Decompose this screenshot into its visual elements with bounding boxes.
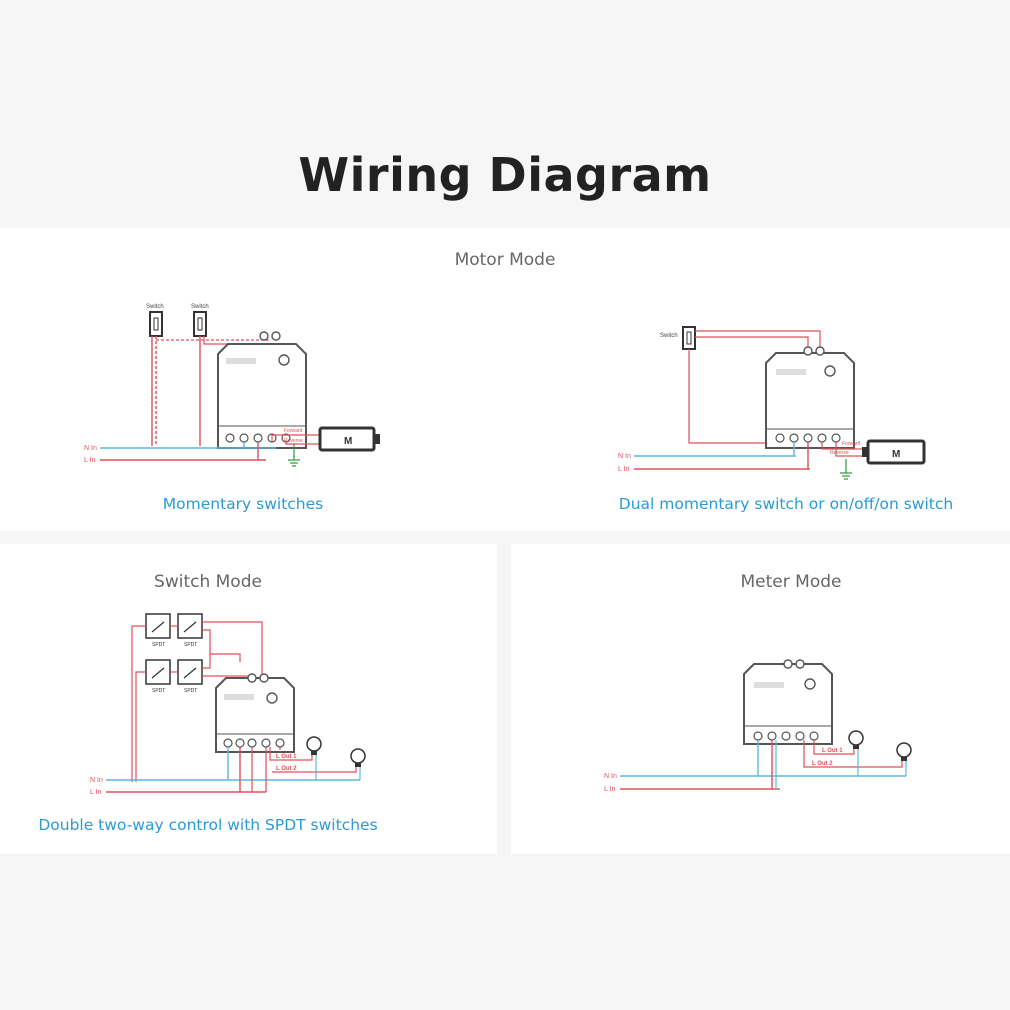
spdt-label-2: SPDT xyxy=(184,642,197,648)
spdt-label-4: SPDT xyxy=(184,688,197,694)
reverse-label: Reverse xyxy=(830,450,849,456)
meter-mode-diagram: N In L In L Out 1 L Out 2 xyxy=(604,659,912,793)
forward-label: Forward xyxy=(842,441,861,447)
page-title: Wiring Diagram xyxy=(298,148,712,202)
ground-icon xyxy=(288,444,300,467)
reverse-label: Reverse xyxy=(284,438,303,444)
bulb-icon-2 xyxy=(350,748,366,767)
bulb-icon-1 xyxy=(848,730,864,749)
meter-mode-panel: Meter Mode N In L In L Out 1 L Out 2 xyxy=(511,544,1010,854)
n-in-label: N In xyxy=(84,445,97,452)
relay-module-icon xyxy=(765,346,855,449)
caption-dual-momentary-switch: Dual momentary switch or on/off/on switc… xyxy=(618,495,954,513)
n-in-label: N In xyxy=(618,453,631,460)
relay-module-icon xyxy=(215,673,295,753)
spdt-switches xyxy=(145,613,203,685)
l-out-1-label: L Out 1 xyxy=(822,748,843,754)
n-in-label: N In xyxy=(604,773,617,780)
motor-dual-switch-diagram: Switch N In L In Forward Reverse xyxy=(618,326,926,480)
meter-mode-title: Meter Mode xyxy=(740,572,842,592)
bulb-icon-1 xyxy=(306,736,322,755)
n-in-label: N In xyxy=(90,777,103,784)
svg-text:M: M xyxy=(892,449,900,460)
motor-icon: M xyxy=(318,426,380,452)
motor-momentary-diagram: Switch Switch N In L In xyxy=(84,304,380,467)
motor-mode-panel: Motor Mode Switch Switch N In L In xyxy=(0,228,1010,531)
forward-label: Forward xyxy=(284,428,303,434)
l-out-2-label: L Out 2 xyxy=(812,761,833,767)
l-in-label: L In xyxy=(604,786,616,793)
motor-mode-title: Motor Mode xyxy=(454,250,556,270)
l-in-label: L In xyxy=(618,466,630,473)
ground-icon xyxy=(840,459,852,480)
spdt-label-3: SPDT xyxy=(152,688,165,694)
l-out-1-label: L Out 1 xyxy=(276,754,297,760)
svg-text:M: M xyxy=(344,436,352,447)
switch-label-1: Switch xyxy=(146,304,164,310)
relay-module-icon xyxy=(743,659,833,745)
motor-icon: M xyxy=(862,439,926,465)
l-in-label: L In xyxy=(84,457,96,464)
switch-label-2: Switch xyxy=(191,304,209,310)
caption-double-two-way-control: Double two-way control with SPDT switche… xyxy=(38,816,378,834)
switch-mode-title: Switch Mode xyxy=(154,572,262,592)
caption-momentary-switches: Momentary switches xyxy=(162,495,324,513)
switch-mode-panel: Switch Mode SPDT SPDT SPDT SPDT xyxy=(0,544,497,854)
l-in-label: L In xyxy=(90,789,102,796)
switch-mode-diagram: SPDT SPDT SPDT SPDT N In L In xyxy=(90,613,366,796)
switch-label: Switch xyxy=(660,333,678,339)
spdt-label-1: SPDT xyxy=(152,642,165,648)
l-out-2-label: L Out 2 xyxy=(276,766,297,772)
bulb-icon-2 xyxy=(896,742,912,761)
